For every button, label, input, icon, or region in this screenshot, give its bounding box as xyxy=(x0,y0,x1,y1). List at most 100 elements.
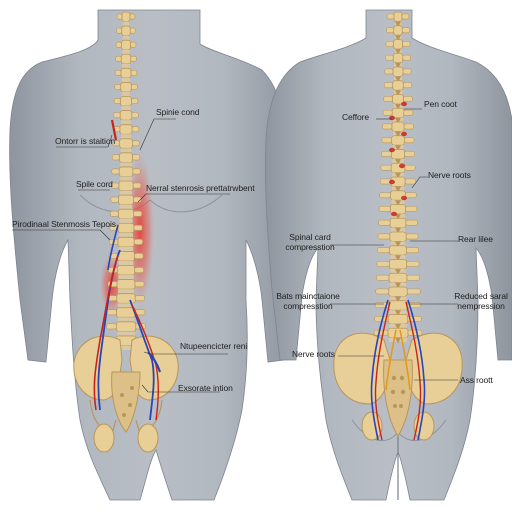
vertebra-process xyxy=(132,154,141,161)
inflammation-spot xyxy=(401,195,407,201)
vertebra-process xyxy=(405,233,419,240)
vertebra xyxy=(116,265,136,276)
vertebra-process xyxy=(403,96,413,102)
vertebra-process xyxy=(106,323,117,330)
spinous-process xyxy=(395,310,401,317)
vertebra xyxy=(121,11,131,22)
vertebra-process xyxy=(129,13,136,20)
label-nerve-roots-lower: Nerve roots xyxy=(292,349,335,359)
spinous-process xyxy=(395,48,401,56)
vertebra xyxy=(118,194,134,206)
leader-lines xyxy=(12,108,458,393)
disc xyxy=(122,49,130,55)
spinous-process xyxy=(395,90,401,97)
vertebra-process xyxy=(133,224,143,231)
spinous-process xyxy=(395,62,401,69)
spinous-process xyxy=(395,337,401,344)
disc xyxy=(119,190,133,196)
disc xyxy=(119,204,133,210)
vertebra-process xyxy=(382,123,393,130)
vertebra-process xyxy=(106,309,117,316)
disc xyxy=(121,91,131,97)
spinous-process xyxy=(395,200,401,207)
vertebra-process xyxy=(405,219,418,226)
inflammation-spot xyxy=(401,101,407,107)
spinous-process xyxy=(395,145,401,152)
vertebra-process xyxy=(116,13,123,20)
vertebra-process xyxy=(115,41,122,48)
vertebra xyxy=(392,52,404,64)
vertebra-process xyxy=(114,69,122,76)
vertebra-process xyxy=(131,98,139,104)
inflammation-spot xyxy=(389,147,395,153)
vertebra-process xyxy=(110,196,119,203)
vertebra-process xyxy=(381,151,392,157)
vertebra-process xyxy=(381,137,392,144)
vertebra xyxy=(388,259,408,270)
vertebra xyxy=(120,96,132,107)
vertebra xyxy=(120,82,132,93)
spinous-process xyxy=(395,227,401,234)
vertebra xyxy=(116,293,136,304)
vertebra-process xyxy=(378,206,391,212)
vertebra-process xyxy=(132,168,141,175)
vertebra-process xyxy=(133,238,143,245)
spinous-process xyxy=(395,21,401,28)
disc xyxy=(117,345,135,350)
vertebra xyxy=(387,314,409,325)
spinous-process xyxy=(395,323,401,331)
spinous-process xyxy=(395,76,401,83)
vertebra-process xyxy=(404,164,416,171)
disc xyxy=(118,275,134,280)
disc xyxy=(121,106,131,111)
vertebra-process xyxy=(134,253,144,259)
vertebra xyxy=(389,217,407,229)
disc xyxy=(119,218,133,224)
vertebra-process xyxy=(113,98,121,104)
spinous-process xyxy=(395,172,401,179)
disc xyxy=(121,120,131,125)
vertebra-process xyxy=(404,178,417,185)
vertebra-process xyxy=(112,140,120,147)
vertebra-process xyxy=(385,54,394,61)
vertebra-process xyxy=(134,295,145,302)
vertebra-process xyxy=(401,13,410,20)
label-spinie-cond: Spinie cond xyxy=(156,107,200,117)
vertebra xyxy=(119,138,133,149)
vertebra-process xyxy=(406,274,421,281)
vertebra xyxy=(392,66,404,77)
spinous-process xyxy=(395,255,401,262)
vertebra-process xyxy=(401,27,410,34)
vertebra-process xyxy=(376,261,390,267)
vertebra-process xyxy=(116,27,123,34)
vertebra xyxy=(120,53,132,65)
vertebra xyxy=(391,135,405,146)
vertebra-process xyxy=(404,137,415,144)
vertebra-process xyxy=(110,210,119,217)
vertebra-process xyxy=(406,247,419,254)
vertebra xyxy=(393,25,403,36)
spinous-process xyxy=(395,241,401,248)
vertebra xyxy=(117,222,135,234)
vertebra-process xyxy=(384,68,394,75)
vertebra xyxy=(119,110,133,121)
vertebra-process xyxy=(129,27,136,34)
spinous-process xyxy=(395,103,401,111)
inflammation-spot xyxy=(389,115,395,121)
vertebra-process xyxy=(375,288,390,295)
label-pen-coot: Pen coot xyxy=(424,99,457,109)
spinous-process xyxy=(395,296,401,303)
vertebra-process xyxy=(132,140,140,147)
vertebra xyxy=(121,39,131,51)
vertebra-process xyxy=(405,206,418,212)
label-spile-cord: Spile cord xyxy=(76,179,113,189)
disc xyxy=(120,148,132,153)
vertebra-process xyxy=(131,126,140,133)
vertebra-process xyxy=(111,168,120,175)
inflammation-spot xyxy=(391,211,397,217)
front-nerves xyxy=(93,119,162,421)
vertebra-process xyxy=(402,54,411,61)
label-rear-lilee: Rear lilee xyxy=(458,234,493,244)
vertebra-process xyxy=(383,96,393,102)
vertebra-process xyxy=(380,164,392,171)
